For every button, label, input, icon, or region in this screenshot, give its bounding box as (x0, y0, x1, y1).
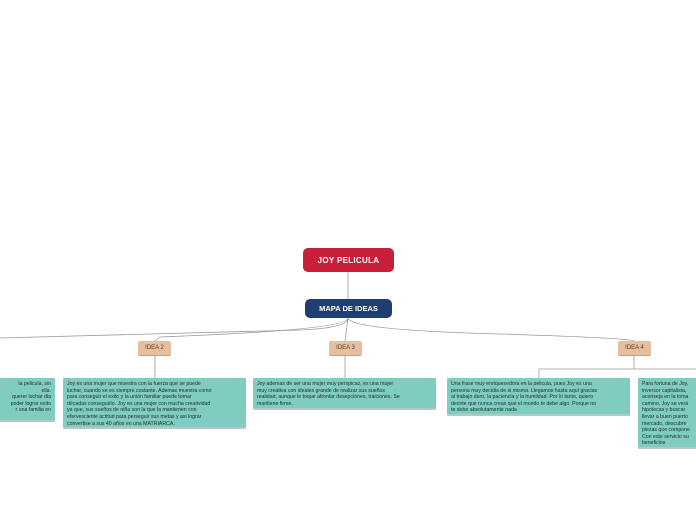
card-text-line: aconseja en la toma (642, 394, 689, 401)
idea-5-card[interactable]: Para fortuna de Joy,inversor capitalista… (638, 378, 696, 449)
card-text-line: poder lograr exito (10, 400, 51, 407)
card-text-line: Para fortuna de Joy, (642, 381, 689, 387)
card-text-line: inversor capitalista, (642, 387, 687, 394)
card-text-line: hipotecas y buscar (642, 407, 686, 414)
card-text-line: para conseguir el exito y la unión famil… (67, 394, 192, 401)
card-text-line: Con este servicio su (642, 433, 689, 440)
main-topic-node[interactable]: MAPA DE IDEAS (305, 299, 392, 318)
card-text-line: Joy es una mujer que muestra con la fuer… (67, 381, 201, 387)
idea-4-node[interactable]: IDEA 4 (618, 341, 651, 356)
idea-2-node[interactable]: IDEA 2 (138, 341, 171, 356)
card-text-line: luchar, cuando se es siempre costante. A… (67, 387, 212, 394)
card-text-line: llevar a buen puerto (642, 413, 688, 420)
card-text-line: convertise a sus 40 años en una MATRIARC… (67, 420, 175, 427)
idea-2-card[interactable]: Joy es una mujer que muestra con la fuer… (63, 378, 246, 429)
card-text-line: persona muy decidia de si misma. Llegamo… (451, 387, 598, 394)
idea-3-card[interactable]: Joy ademas de ser una mujer muy perspica… (253, 378, 436, 410)
card-text-line: la pelicula, sin (18, 381, 51, 387)
card-text-line: beneficios (642, 440, 666, 447)
card-text-line: al trabajo duro, la paciencia y la humil… (451, 394, 594, 401)
card-text-line: piezas que compone (642, 427, 690, 434)
card-text-line: querer luchar dia (12, 394, 51, 401)
card-text-line: mantiene firme. (257, 400, 293, 407)
card-text-line: Una frase muy enriquesedora en la pelicu… (451, 381, 592, 387)
card-text-line: ya que, sus sueños de niña son la que la… (67, 407, 197, 414)
card-text-line: Joy ademas de ser una mujer muy perspica… (257, 381, 394, 387)
card-text-line: ella. (41, 387, 51, 394)
card-text-line: realidad, aunque le toque afrontar desep… (257, 394, 400, 401)
card-text-line: mercado, descubre (642, 420, 687, 427)
idea-3-node[interactable]: IDEA 3 (329, 341, 362, 356)
card-text-line: décadas conseguirlo. Joy es una mujer co… (67, 400, 211, 407)
card-text-line: camino, Joy se verá (642, 400, 689, 407)
card-text-line: decirte que nunca creas que el mundo te … (451, 400, 597, 407)
card-text-line: efervesciente actitud para perseguir sus… (67, 413, 202, 420)
card-text-line: muy creativa con ideales grande de reali… (257, 387, 386, 394)
card-text-line: r una familia en (15, 407, 51, 414)
root-node[interactable]: JOY PELICULA (303, 248, 394, 272)
card-text-line: te debe absolutamente nada (451, 407, 517, 414)
idea-4-card[interactable]: Una frase muy enriquesedora en la pelicu… (447, 378, 630, 416)
